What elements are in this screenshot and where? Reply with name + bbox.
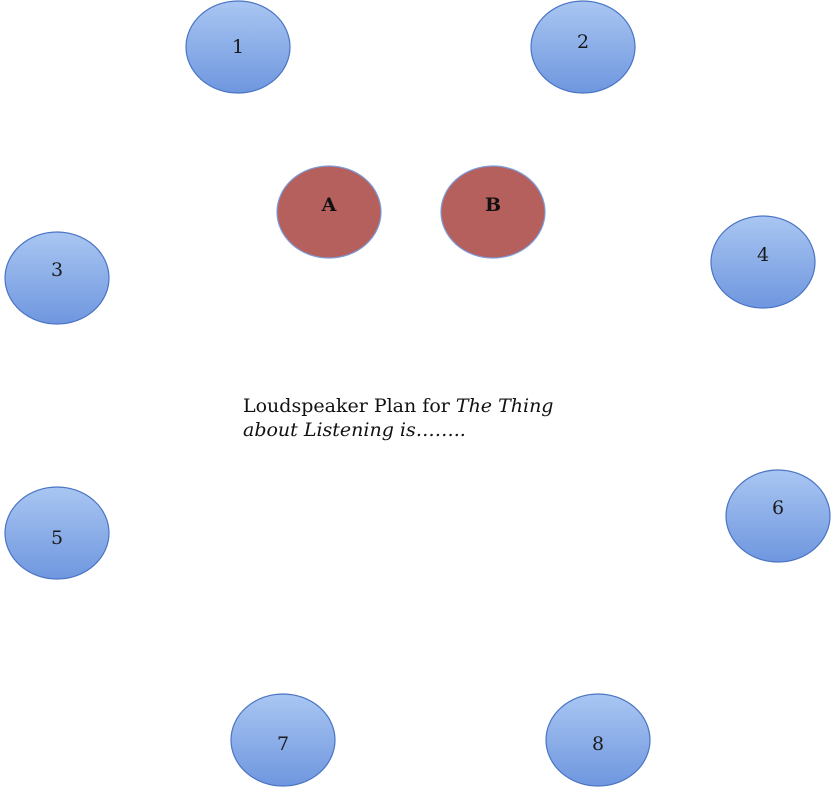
speaker-8: 8 xyxy=(545,693,651,787)
caption-prefix: Loudspeaker Plan for xyxy=(243,395,456,417)
speaker-8-label: 8 xyxy=(592,733,604,755)
speaker-2-label: 2 xyxy=(577,31,589,53)
caption-title-line-2: about Listening is…….. xyxy=(243,419,466,441)
speaker-4: 4 xyxy=(710,215,816,309)
speaker-2: 2 xyxy=(530,0,636,94)
plan-caption: Loudspeaker Plan for The Thing about Lis… xyxy=(243,394,603,442)
caption-title-line-1: The Thing xyxy=(455,395,554,417)
source-a: A xyxy=(276,165,382,259)
speaker-3-label: 3 xyxy=(51,259,63,281)
speaker-3: 3 xyxy=(4,231,110,325)
speaker-5: 5 xyxy=(4,486,110,580)
speaker-6: 6 xyxy=(725,469,831,563)
source-a-label: A xyxy=(321,194,337,216)
source-b-label: B xyxy=(485,194,501,216)
speaker-4-label: 4 xyxy=(757,244,769,266)
source-b: B xyxy=(440,165,546,259)
caption-line-1: Loudspeaker Plan for The Thing xyxy=(243,394,603,418)
speaker-1-label: 1 xyxy=(232,36,244,58)
speaker-5-label: 5 xyxy=(51,527,63,549)
speaker-7: 7 xyxy=(230,693,336,787)
speaker-6-label: 6 xyxy=(772,497,784,519)
speaker-7-label: 7 xyxy=(277,733,289,755)
speaker-1: 1 xyxy=(185,0,291,94)
